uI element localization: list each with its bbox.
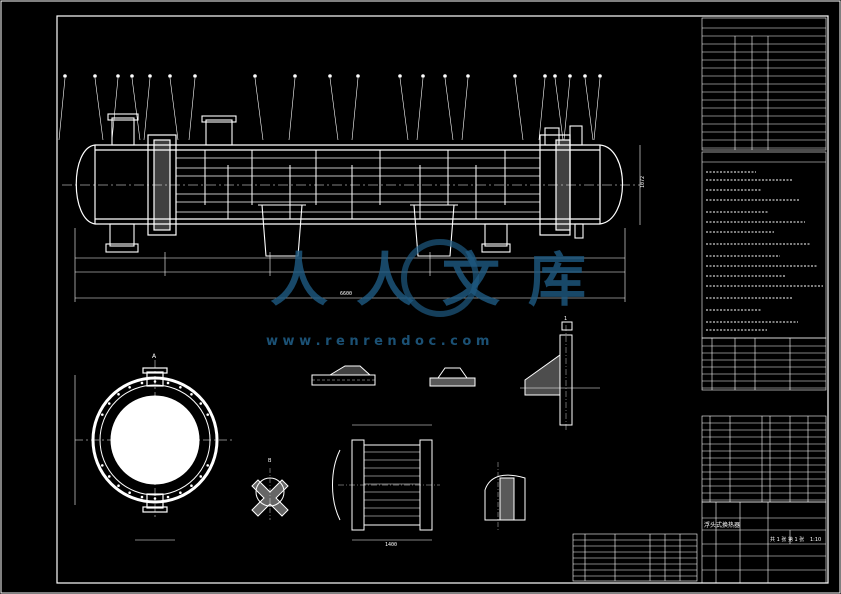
leader-dot — [568, 74, 572, 78]
leader-dot — [466, 74, 470, 78]
bolt-hole — [107, 475, 111, 478]
bolt-hole — [199, 402, 203, 405]
section-mark-a: A — [152, 353, 157, 360]
tech-table — [701, 17, 827, 151]
bolt-hole — [179, 491, 182, 495]
leader-dot — [598, 74, 602, 78]
bolt-hole — [166, 495, 170, 499]
top-nozzles — [107, 113, 583, 146]
title-block — [701, 501, 827, 584]
tube-bundle — [176, 157, 540, 213]
bolt-hole — [206, 464, 210, 467]
leader-dot — [543, 74, 547, 78]
detail-view-1 — [311, 365, 376, 386]
leader-dot — [116, 74, 120, 78]
floating-head-view — [332, 424, 440, 541]
watermark-logo — [401, 239, 479, 317]
bolt-hole — [206, 413, 210, 416]
dim-overall-length: 6600 — [340, 291, 352, 297]
bolt-hole — [199, 475, 203, 478]
bolt-hole — [100, 413, 104, 416]
detail-view-4 — [484, 462, 526, 530]
leader-dot — [421, 74, 425, 78]
leader-dot — [253, 74, 257, 78]
bolt-hole — [140, 381, 144, 385]
bolt-hole — [153, 380, 157, 383]
leader-dot — [63, 74, 67, 78]
leader-dot — [148, 74, 152, 78]
bolt-hole — [117, 392, 120, 396]
leader-dot — [513, 74, 517, 78]
leader-dot — [168, 74, 172, 78]
bolt-hole — [166, 381, 170, 385]
bolt-hole — [179, 385, 182, 389]
leader-dot — [293, 74, 297, 78]
bolt-hole — [190, 484, 193, 488]
leader-dot — [130, 74, 134, 78]
drawing-frame-inner — [56, 15, 829, 584]
bolt-hole — [190, 392, 193, 396]
leader-dot — [193, 74, 197, 78]
watermark-logo-text: 人人文库 — [270, 246, 614, 314]
detail-view-3 — [520, 321, 600, 430]
section-aa-bolts — [100, 380, 210, 500]
dim-height-right: 1072 — [640, 176, 646, 188]
bottom-nozzles — [105, 223, 584, 253]
detail-view-2 — [429, 367, 476, 387]
bolt-hole — [117, 484, 120, 488]
leader-dot — [398, 74, 402, 78]
leader-dot — [583, 74, 587, 78]
nozzle-table — [701, 337, 827, 391]
tech-requirements — [701, 151, 827, 339]
watermark-url: w w w . r e n r e n d o c . c o m — [266, 334, 489, 349]
leader-dot — [356, 74, 360, 78]
baffles — [204, 150, 506, 219]
part-leaders — [58, 74, 602, 141]
leader-dot — [553, 74, 557, 78]
bolt-hole — [128, 491, 131, 495]
bolt-hole — [100, 464, 104, 467]
parts-list — [701, 415, 827, 503]
section-mark-b: B — [268, 458, 272, 464]
bolt-hole — [107, 402, 111, 405]
dimensions — [74, 145, 641, 302]
bolt-hole — [128, 385, 131, 389]
bolt-hole — [140, 495, 144, 499]
revision-table — [572, 533, 698, 582]
section-aa — [74, 360, 235, 541]
bolt-hole — [153, 497, 157, 500]
dim-bottom-width: 1400 — [385, 542, 397, 548]
leader-dot — [443, 74, 447, 78]
section-mark-one: 1 — [564, 316, 567, 322]
leader-dot — [93, 74, 97, 78]
title-block-name: 浮头式换热器 — [704, 521, 740, 529]
leader-dot — [328, 74, 332, 78]
title-block-sheet: 共 1 张 第 1 张 — [770, 536, 804, 543]
section-bb — [251, 468, 289, 520]
floating-head-tubes — [364, 451, 420, 517]
title-block-scale: 1:10 — [810, 537, 821, 543]
saddle-supports — [258, 204, 458, 257]
